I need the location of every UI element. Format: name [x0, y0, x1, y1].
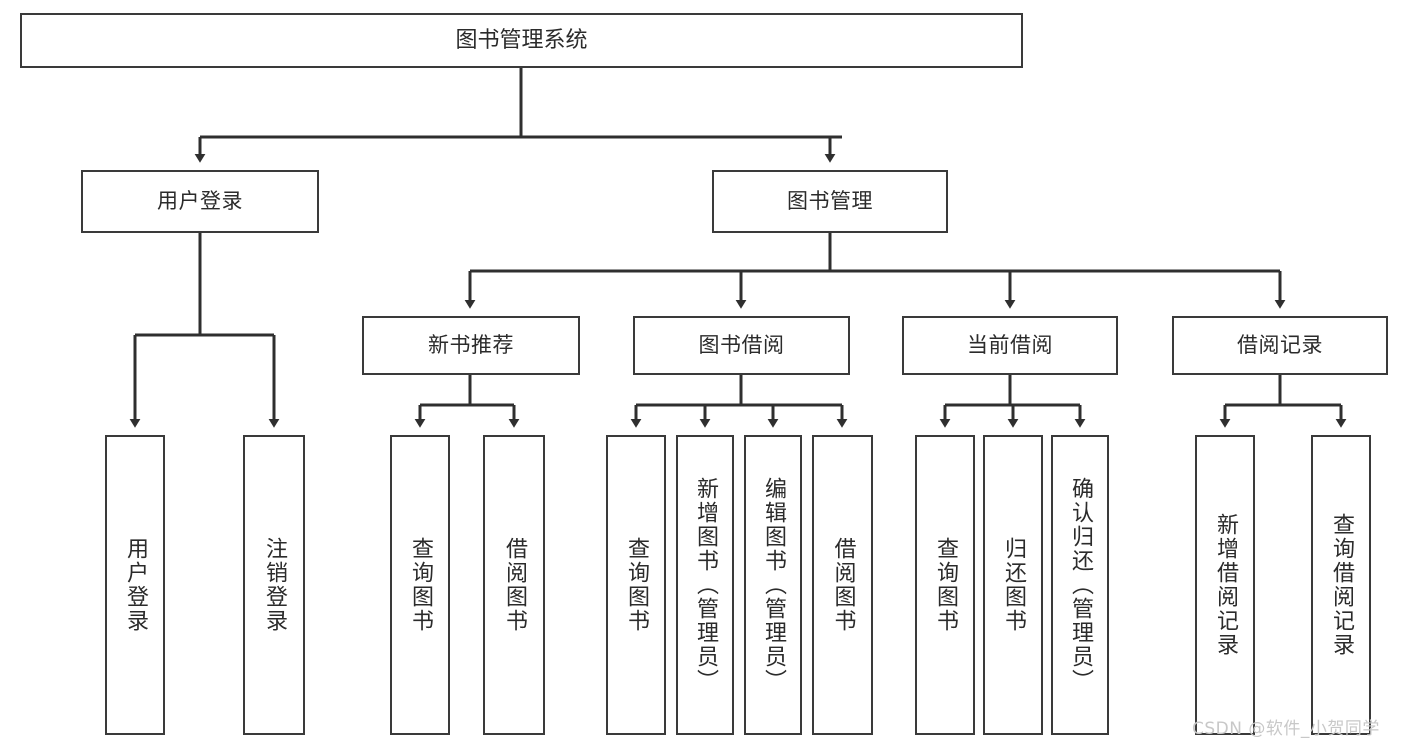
leaf-add-borrow-record[interactable]: 新增借阅记录	[1195, 435, 1255, 735]
leaf-confirm-return-admin-label: 确认归还（管理员）	[1067, 477, 1093, 693]
leaf-add-book-admin[interactable]: 新增图书（管理员）	[676, 435, 734, 735]
leaf-borrow-book[interactable]: 借阅图书	[812, 435, 873, 735]
node-user-login-label: 用户登录	[157, 189, 243, 214]
node-book-borrow[interactable]: 图书借阅	[633, 316, 850, 375]
node-borrow-record-label: 借阅记录	[1237, 333, 1323, 358]
node-current-borrow-label: 当前借阅	[967, 333, 1053, 358]
leaf-edit-book-admin[interactable]: 编辑图书（管理员）	[744, 435, 802, 735]
leaf-query-book-new-label: 查询图书	[407, 537, 433, 633]
leaf-add-borrow-record-label: 新增借阅记录	[1212, 513, 1238, 657]
leaf-query-book-new[interactable]: 查询图书	[390, 435, 450, 735]
leaf-borrow-book-label: 借阅图书	[830, 537, 856, 633]
leaf-query-book-current-label: 查询图书	[932, 537, 958, 633]
leaf-user-login[interactable]: 用户登录	[105, 435, 165, 735]
leaf-logout-label: 注销登录	[261, 537, 287, 633]
leaf-return-book[interactable]: 归还图书	[983, 435, 1043, 735]
leaf-borrow-book-new[interactable]: 借阅图书	[483, 435, 545, 735]
leaf-logout[interactable]: 注销登录	[243, 435, 305, 735]
leaf-add-book-admin-label: 新增图书（管理员）	[692, 477, 718, 693]
node-current-borrow[interactable]: 当前借阅	[902, 316, 1118, 375]
leaf-confirm-return-admin[interactable]: 确认归还（管理员）	[1051, 435, 1109, 735]
leaf-query-book-current[interactable]: 查询图书	[915, 435, 975, 735]
leaf-query-book-borrow[interactable]: 查询图书	[606, 435, 666, 735]
node-borrow-record[interactable]: 借阅记录	[1172, 316, 1388, 375]
leaf-borrow-book-new-label: 借阅图书	[501, 537, 527, 633]
leaf-query-book-borrow-label: 查询图书	[623, 537, 649, 633]
node-book-borrow-label: 图书借阅	[698, 333, 785, 358]
node-root[interactable]: 图书管理系统	[20, 13, 1023, 68]
node-book-management-label: 图书管理	[787, 189, 873, 214]
leaf-return-book-label: 归还图书	[1000, 537, 1026, 633]
leaf-query-borrow-record-label: 查询借阅记录	[1328, 513, 1354, 657]
node-new-book-recommend[interactable]: 新书推荐	[362, 316, 580, 375]
node-root-label: 图书管理系统	[455, 27, 588, 53]
node-user-login[interactable]: 用户登录	[81, 170, 319, 233]
leaf-edit-book-admin-label: 编辑图书（管理员）	[760, 477, 786, 693]
leaf-query-borrow-record[interactable]: 查询借阅记录	[1311, 435, 1371, 735]
node-new-book-recommend-label: 新书推荐	[428, 333, 514, 358]
node-book-management[interactable]: 图书管理	[712, 170, 948, 233]
csdn-watermark: CSDN @软件_小贺同学	[1192, 719, 1380, 739]
leaf-user-login-label: 用户登录	[122, 537, 148, 633]
